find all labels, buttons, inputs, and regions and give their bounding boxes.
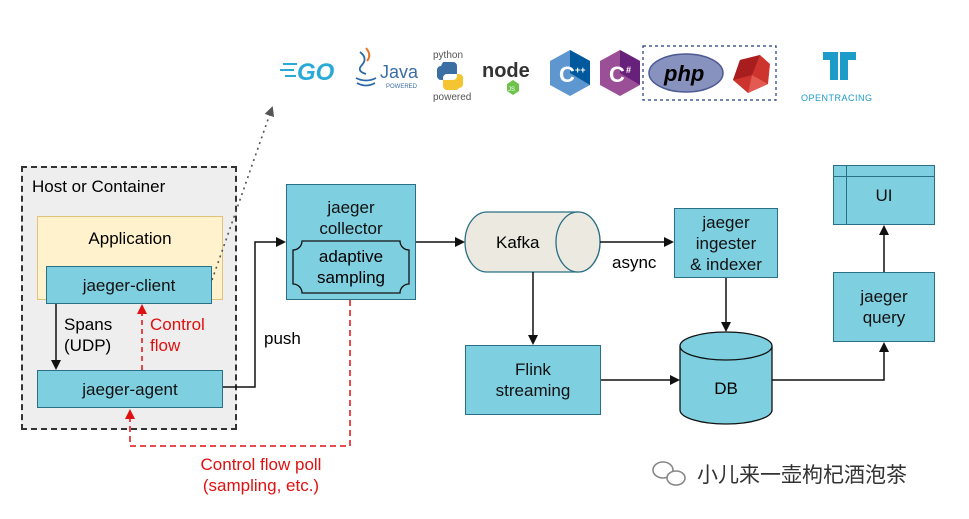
python-logo-top: python	[433, 50, 463, 61]
collector-label: jaeger collector	[319, 198, 383, 238]
jaeger-agent-box: jaeger-agent	[37, 370, 223, 408]
php-logo-text: php	[663, 61, 704, 86]
ui-label: UI	[875, 185, 893, 205]
ui-box: UI	[833, 165, 935, 225]
spans-label: Spans (UDP)	[64, 315, 113, 355]
async-label: async	[612, 253, 657, 272]
cpp-logo: C ++	[550, 50, 590, 96]
go-logo-text: GO	[297, 59, 335, 86]
dotted-arrow-to-languages	[211, 106, 275, 281]
php-logo: php	[648, 53, 724, 93]
node-logo-text: node	[482, 60, 530, 82]
python-logo-bottom: powered	[433, 92, 471, 103]
python-logo: python powered	[433, 50, 471, 103]
kafka-cylinder	[464, 211, 601, 273]
host-title: Host or Container	[32, 177, 166, 196]
control-flow-label: Control flow	[150, 315, 205, 355]
go-logo: GO	[280, 59, 335, 86]
ingester-box: jaeger ingester & indexer	[674, 208, 778, 278]
db-cylinder	[679, 331, 773, 425]
opentracing-logo-text: OPENTRACING	[801, 93, 873, 103]
adaptive-sampling-label: adaptive sampling	[316, 247, 386, 287]
wechat-icon	[652, 461, 686, 486]
arrow-db-to-query	[772, 342, 889, 381]
csharp-logo: C #	[600, 50, 640, 96]
arrow-agent-to-collector	[223, 237, 286, 388]
java-logo-text: Java	[380, 62, 419, 82]
collector-box: jaeger collector	[286, 184, 416, 300]
opentracing-logo: OPENTRACING	[801, 52, 873, 103]
csharp-logo-sup: #	[626, 65, 631, 75]
push-label: push	[264, 329, 301, 348]
adaptive-sampling-frame	[292, 240, 410, 294]
ui-window-sidebar	[846, 166, 847, 224]
jaeger-client-box: jaeger-client	[46, 266, 212, 304]
java-logo-sub: POWERED	[386, 84, 418, 90]
node-logo-badge: JS	[508, 87, 515, 93]
flink-box: Flink streaming	[465, 345, 601, 415]
node-logo: node JS	[482, 60, 530, 95]
ruby-logo	[733, 55, 770, 93]
arrow-control-poll	[125, 300, 351, 447]
cpp-logo-sup: ++	[575, 65, 586, 75]
query-box: jaeger query	[833, 272, 935, 342]
watermark-text: 小儿来一壶枸杞酒泡茶	[697, 464, 907, 487]
application-label: Application	[88, 229, 172, 248]
cpp-logo-text: C	[559, 62, 575, 87]
db-label: DB	[714, 379, 738, 398]
control-poll-label: Control flow poll (sampling, etc.)	[200, 455, 322, 495]
kafka-label: Kafka	[496, 233, 540, 252]
java-logo: Java POWERED	[355, 47, 419, 90]
php-ruby-frame	[642, 45, 777, 101]
ui-window-bar	[834, 176, 934, 177]
csharp-logo-text: C	[609, 62, 625, 87]
